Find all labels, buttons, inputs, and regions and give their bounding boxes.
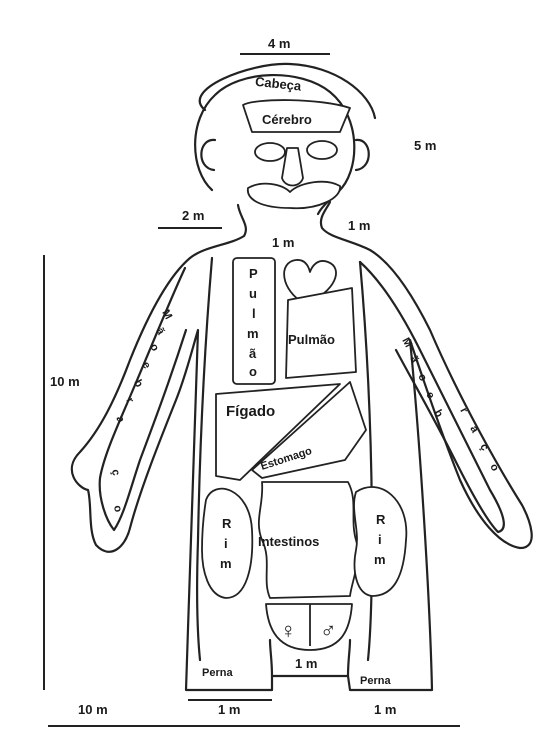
kidney-right-letter: m — [374, 552, 386, 567]
lung-left-letter: u — [249, 286, 257, 301]
male-symbol-icon: ♂ — [320, 618, 337, 643]
leg-right-label: Perna — [360, 675, 391, 687]
torso-height-measure: 10 m — [50, 374, 80, 389]
genitals-region — [266, 604, 352, 650]
crotch-measure: 1 m — [295, 656, 317, 671]
lung-left-letter: m — [247, 326, 259, 341]
neck-measure: 1 m — [272, 235, 294, 250]
kidney-right-letter: R — [376, 512, 386, 527]
kidney-left-letter: R — [222, 516, 232, 531]
lung-left-letter: l — [252, 306, 256, 321]
lung-left-letter: P — [249, 266, 258, 281]
lung-right-label: Pulmão — [288, 332, 335, 347]
leg-left-label: Perna — [202, 667, 233, 679]
kidney-left-letter: m — [220, 556, 232, 571]
leg-left-width-measure: 1 m — [218, 702, 240, 717]
brain-label: Cérebro — [262, 112, 312, 127]
liver-label: Fígado — [226, 403, 275, 420]
right-arm-letter: a — [113, 414, 127, 426]
head-width-measure: 4 m — [268, 36, 290, 51]
intestines-label: Intestinos — [258, 534, 319, 549]
kidney-right-letter: i — [378, 532, 382, 547]
left-arm-letter: o — [415, 372, 429, 384]
right-arm-letter: r — [123, 396, 136, 406]
left-arm-letter: ç — [477, 442, 490, 453]
total-width-measure: 10 m — [78, 702, 108, 717]
torso-right-seam — [360, 262, 372, 660]
lung-left-letter: ã — [249, 346, 257, 361]
leg-right-width-measure: 1 m — [374, 702, 396, 717]
right-arm-letter: e — [139, 360, 152, 371]
torso-left-seam — [197, 258, 212, 660]
kidney-left-letter: i — [224, 536, 228, 551]
right-arm-label: M ã o e b r a ç o — [109, 308, 174, 514]
left-arm-letter: o — [487, 462, 501, 474]
right-eye-icon — [307, 141, 337, 159]
left-eye-icon — [255, 143, 285, 161]
shoulder-left-measure: 2 m — [182, 208, 204, 223]
female-symbol-icon: ♀ — [280, 618, 297, 643]
shoulder-right-measure: 1 m — [348, 218, 370, 233]
lung-left-letter: o — [249, 364, 257, 379]
left-arm-letter: a — [467, 424, 481, 436]
head-height-measure: 5 m — [414, 138, 436, 153]
right-arm-letter: ç — [109, 468, 122, 476]
